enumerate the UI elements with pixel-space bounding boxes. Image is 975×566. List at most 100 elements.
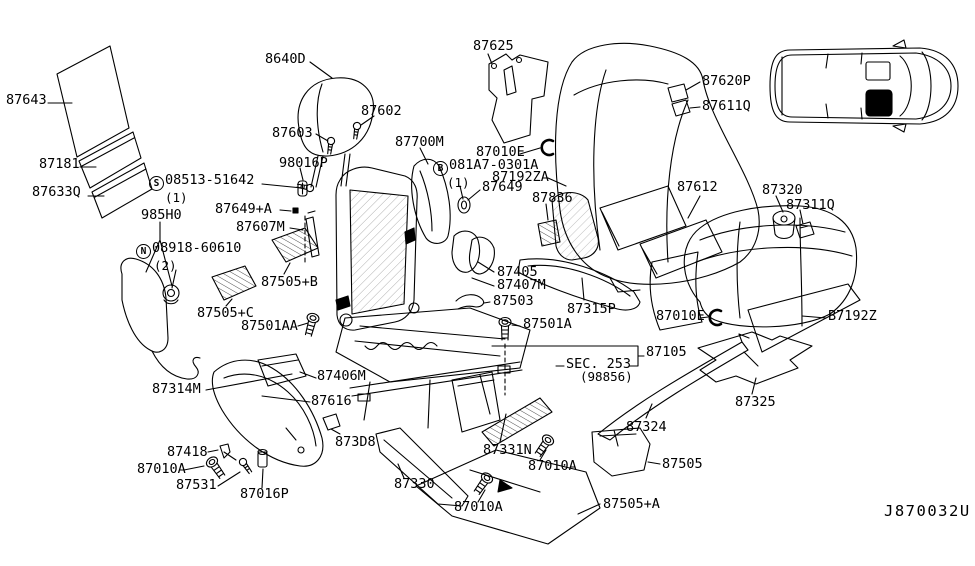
part-label-87181: 87181 — [39, 156, 80, 172]
part-label-87330: 87330 — [394, 476, 435, 492]
part-label-87406M: 87406M — [317, 368, 366, 384]
part-number-text: 87602 — [361, 103, 402, 119]
part-label-87501AA: 87501AA — [241, 319, 298, 333]
circled-n-icon: N — [136, 244, 151, 259]
part-number-text: 87324 — [626, 419, 667, 435]
part-number-text: 985H0 — [141, 207, 182, 223]
c-clips — [540, 138, 723, 327]
part-label-87407M: 87407M — [497, 278, 546, 292]
part-number-text: 87643 — [6, 92, 47, 108]
part-number-text: 87505+A — [603, 496, 660, 512]
part-number-text: 87649 — [482, 179, 523, 195]
part-number-text: 87181 — [39, 156, 80, 172]
quantity-note: (1) — [447, 175, 470, 190]
cushion-under-trim — [747, 283, 861, 353]
part-label-87010A-left: 87010A — [137, 461, 186, 477]
part-label-87405: 87405 — [497, 264, 538, 280]
seat-cushion — [649, 205, 858, 331]
part-number-text: 87406M — [317, 368, 366, 384]
part-label-87016P: 87016P — [240, 487, 289, 501]
armrest-pad — [411, 158, 451, 244]
part-label-87192ZA: 87192ZA — [492, 169, 549, 185]
part-label-87612: 87612 — [677, 179, 718, 195]
part-label-87607M: 87607M — [236, 219, 285, 235]
part-number-text: 873D8 — [335, 434, 376, 450]
part-number-text: 87607M — [236, 219, 285, 235]
part-number-text: 87010A — [137, 461, 186, 477]
part-number-text: 87315P — [567, 301, 616, 317]
part-label-87505-B: 87505+B — [261, 274, 318, 290]
part-label-87501A: 87501A — [523, 316, 572, 332]
part-number-text: 98016P — [279, 155, 328, 171]
part-label-87649-A: 87649+A — [215, 201, 272, 217]
part-label-87105: 87105 — [646, 344, 687, 360]
part-number-text: 87330 — [394, 476, 435, 492]
center-console — [451, 191, 641, 311]
part-number-text: 87331N — [483, 442, 532, 458]
part-label-J870032U: J870032U — [884, 502, 971, 520]
part-label-87010A-mid: 87010A — [528, 459, 577, 473]
part-label-87505-C: 87505+C — [197, 306, 254, 320]
seatback-cover — [554, 42, 760, 293]
bracket-87105 — [491, 345, 645, 367]
back-board-pads — [599, 185, 723, 279]
part-number-text: 87501A — [523, 316, 572, 332]
lower-pieces — [375, 331, 813, 545]
part-number-text: 081A7-0301A — [449, 157, 539, 173]
part-number-text: J870032U — [884, 502, 971, 520]
part-label-87325: 87325 — [735, 394, 776, 410]
h-trim-plate — [488, 53, 549, 144]
part-label-87603: 87603 — [272, 125, 313, 141]
part-number-text: 87612 — [677, 179, 718, 195]
part-number-text: 87311Q — [786, 197, 835, 213]
part-number-text: 87325 — [735, 394, 776, 410]
part-label-87010E-left: 87010E — [476, 144, 525, 160]
part-label-87836: 87836 — [532, 190, 573, 206]
part-number-text: 87505+B — [261, 274, 318, 290]
part-label-87649: 87649 — [482, 179, 523, 195]
headrest-shape — [297, 77, 374, 188]
part-label-873D8: 873D8 — [335, 434, 376, 450]
part-number-text: 87625 — [473, 38, 514, 54]
part-label-SEC-253: SEC. 253(98856) — [566, 356, 633, 384]
part-label-87503: 87503 — [493, 293, 534, 309]
part-number-text: 87620P — [702, 73, 751, 89]
part-number-text: 87611Q — [702, 98, 751, 114]
part-label-87010A-bottom: 87010A — [454, 500, 503, 514]
part-label-87531: 87531 — [176, 477, 217, 493]
part-number-text: 87700M — [395, 134, 444, 150]
circled-s-icon: S — [149, 176, 164, 191]
part-label-87611Q: 87611Q — [702, 98, 751, 114]
part-label-87643: 87643 — [6, 92, 47, 108]
part-number-text: 87010E — [476, 144, 525, 160]
quantity-note: (98856) — [580, 369, 633, 384]
part-number-text: 87649+A — [215, 201, 272, 217]
part-label-87320: 87320 — [762, 182, 803, 198]
part-number-text: 87531 — [176, 477, 217, 493]
circled-b-icon: B — [433, 161, 448, 176]
part-number-text: 87320 — [762, 182, 803, 198]
part-number-text: B7192Z — [828, 308, 877, 324]
part-number-text: 08918-60610 — [152, 240, 242, 256]
part-number-text: 87603 — [272, 125, 313, 141]
side-shield — [211, 353, 341, 467]
recliner-covers — [211, 227, 319, 301]
side-module-harness — [120, 257, 201, 380]
part-number-text: 87105 — [646, 344, 687, 360]
part-number-text: 87836 — [532, 190, 573, 206]
part-label-87418: 87418 — [167, 445, 208, 459]
quantity-note: (1) — [165, 190, 188, 205]
part-label-87010E-right: 87010E — [656, 309, 705, 323]
part-number-text: 87405 — [497, 264, 538, 280]
part-number-text: 87505 — [662, 456, 703, 472]
part-label-87331N: 87331N — [483, 442, 532, 458]
back-panel-shapes — [56, 45, 153, 219]
part-number-text: SEC. 253 — [566, 356, 632, 372]
part-number-text: 87192ZA — [492, 169, 549, 185]
part-number-text: 87503 — [493, 293, 534, 309]
seat-frame — [335, 166, 531, 429]
